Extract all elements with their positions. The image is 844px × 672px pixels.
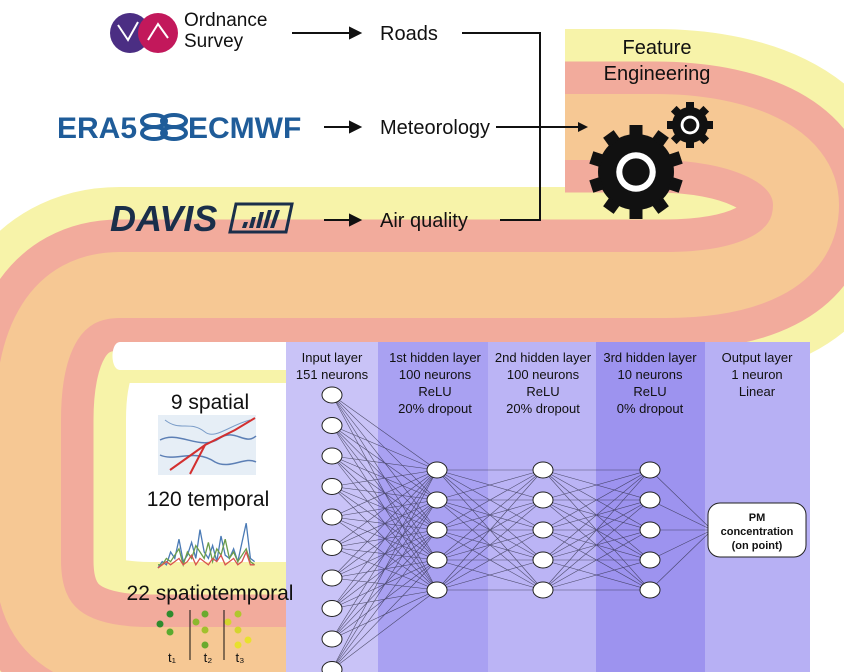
ecmwf-waves-icon: [140, 113, 188, 141]
output-box-line-0: PM: [749, 512, 766, 524]
neuron-node: [532, 491, 554, 509]
neuron-node: [321, 630, 343, 648]
source-arrows: [292, 26, 363, 227]
neuron-node: [321, 478, 343, 495]
neuron-node: [639, 491, 661, 509]
layer-header-0-line-1: 151 neurons: [296, 367, 369, 382]
neuron-node: [639, 581, 661, 599]
source-label-roads: Roads: [380, 23, 438, 45]
source-label-air-quality: Air quality: [380, 210, 468, 232]
merge-arrow-head-icon: [578, 122, 588, 132]
neuron-node: [426, 521, 448, 539]
neuron-node: [321, 600, 343, 617]
neuron-node: [532, 551, 554, 569]
layer-header-4-line-2: Linear: [739, 384, 776, 399]
davis-logo-text: DAVIS: [110, 198, 217, 239]
neuron-node: [532, 461, 554, 479]
layer-header-2-line-1: 100 neurons: [507, 367, 580, 382]
neuron-node: [426, 581, 448, 599]
layer-header-2-line-0: 2nd hidden layer: [495, 350, 592, 365]
neuron-node: [426, 491, 448, 509]
ecmwf-logo-text: ECMWF: [188, 112, 301, 145]
arrow-head-icon: [349, 26, 363, 40]
neuron-node: [321, 661, 343, 672]
feature-engineering-line2: Engineering: [604, 63, 711, 85]
neuron-node: [321, 569, 343, 587]
output-box: [707, 502, 807, 558]
spatial-map-icon: [158, 415, 257, 475]
merge-connector: [462, 32, 578, 221]
layer-header-3-line-1: 10 neurons: [617, 367, 683, 382]
neuron-node: [321, 508, 343, 526]
spatiotemporal-dots-icon: [156, 610, 252, 660]
layer-header-0-line-0: Input layer: [302, 350, 363, 365]
output-box-line-2: (on point): [732, 540, 783, 552]
ordnance-survey-logo: Ordnance Survey: [110, 10, 267, 53]
neuron-node: [426, 551, 448, 569]
os-circle-icon: [110, 13, 150, 53]
neuron-node: [639, 521, 661, 539]
arrow-head-icon: [349, 213, 363, 227]
layer-header-1-line-0: 1st hidden layer: [389, 350, 481, 365]
neuron-node: [321, 539, 343, 556]
arrow-head-icon: [349, 120, 363, 134]
band-stripe-orange: [0, 94, 840, 672]
layer-header-4-line-0: Output layer: [722, 350, 793, 365]
layer-header-2-line-3: 20% dropout: [506, 401, 580, 416]
neuron-node: [426, 461, 448, 479]
layer-header-1-line-2: ReLU: [418, 384, 451, 399]
feature-engineering-line1: Feature: [623, 37, 692, 59]
layer-header-2-line-2: ReLU: [526, 384, 559, 399]
feature-label-temporal: 120 temporal: [147, 488, 270, 511]
neural-network-panel: Input layer 151 neurons 1st hidden layer 10…: [286, 342, 810, 672]
sources: Ordnance Survey ERA5 ECMWF DAVIS: [57, 10, 588, 239]
output-box-line-1: concentration: [721, 526, 794, 538]
layer-header-1-line-3: 20% dropout: [398, 401, 472, 416]
era5-logo-text: ERA5: [57, 112, 137, 145]
os-logo-line1: Ordnance: [184, 10, 267, 31]
davis-logo: DAVIS: [110, 198, 294, 239]
layer-header-4-line-1: 1 neuron: [731, 367, 782, 382]
band-group: [0, 29, 844, 672]
neuron-node: [321, 447, 343, 465]
layer-header-1-line-1: 100 neurons: [399, 367, 472, 382]
layer-header-3-line-3: 0% dropout: [617, 401, 684, 416]
feature-label-spatiotemporal: 22 spatiotemporal: [127, 582, 294, 605]
connections: [331, 394, 713, 670]
layer-header-3-line-0: 3rd hidden layer: [603, 350, 697, 365]
os-map-lines-icon: [117, 21, 169, 42]
layer-header-3-line-2: ReLU: [633, 384, 666, 399]
feature-label-spatial: 9 spatial: [171, 391, 249, 414]
band-gap: [112, 342, 300, 370]
time-label-t2: t₂: [204, 650, 213, 665]
source-label-meteorology: Meteorology: [380, 117, 490, 139]
neuron-node: [639, 461, 661, 479]
era5-ecmwf-logo: ERA5 ECMWF: [57, 112, 301, 145]
neuron-node: [321, 386, 343, 404]
neuron-node: [321, 417, 343, 434]
neuron-node: [639, 551, 661, 569]
os-circle-icon-2: [138, 13, 178, 53]
gears-icon: [589, 102, 713, 219]
neuron-node: [532, 521, 554, 539]
os-logo-line2: Survey: [184, 31, 244, 52]
neuron-node: [532, 581, 554, 599]
davis-bars-icon: [228, 202, 294, 234]
time-label-t1: t₁: [168, 650, 177, 665]
time-label-t3: t₃: [236, 650, 245, 665]
temporal-series-icon: [157, 523, 255, 569]
